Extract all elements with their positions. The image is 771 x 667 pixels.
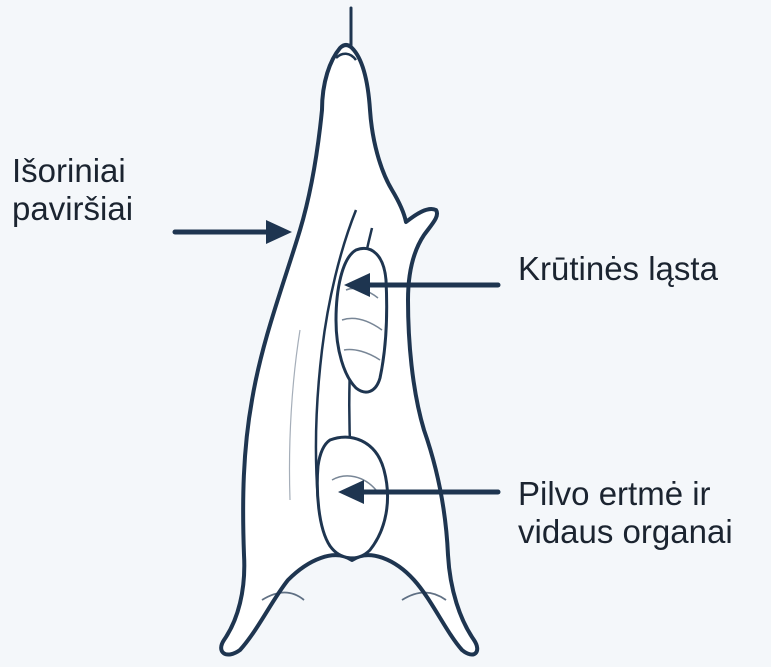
abdominal-cavity-label-line-1: Pilvo ertmė ir [518,475,733,513]
rib-cage-arrow [344,273,498,297]
exterior-arrow [175,220,292,244]
exterior-surfaces-label-line-2: paviršiai [12,190,133,228]
exterior-surfaces-label-line-1: Išoriniai [12,152,133,190]
abdominal-cavity-label: Pilvo ertmė ir vidaus organai [518,475,733,551]
abdominal-cavity-label-line-2: vidaus organai [518,513,733,551]
exterior-surfaces-label: Išoriniai paviršiai [12,152,133,228]
rib-cage-label-line-1: Krūtinės ląsta [518,250,718,288]
rib-cage-label: Krūtinės ląsta [518,250,718,288]
